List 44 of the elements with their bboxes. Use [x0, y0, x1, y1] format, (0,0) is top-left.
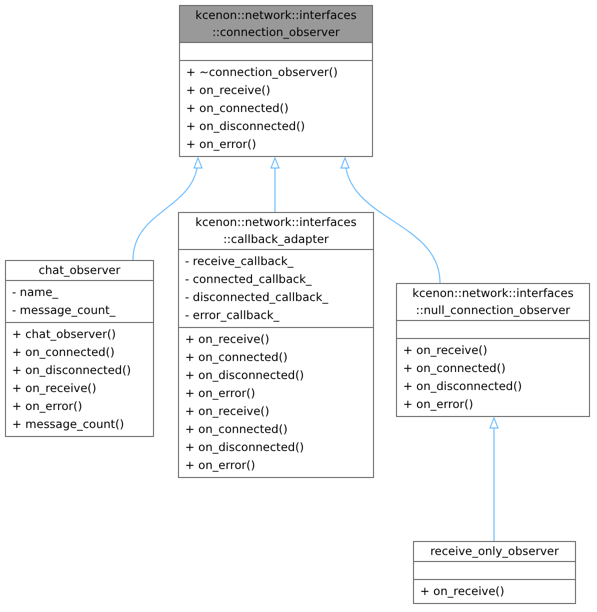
- method-entry: + on_connected(): [185, 421, 289, 438]
- inheritance-arrow: [342, 158, 440, 284]
- class-name: kcenon::network::interfaces ::null_connection_observer: [411, 285, 575, 319]
- class-box: [396, 283, 590, 417]
- method-entry: + on_disconnected(): [185, 439, 306, 456]
- method-entry: + on_receive(): [185, 331, 270, 348]
- method-entry: + chat_observer(): [12, 326, 117, 343]
- method-entry: + on_error(): [185, 385, 256, 402]
- attribute-entry: - error_callback_: [185, 307, 280, 324]
- attribute-entry: - connected_callback_: [185, 271, 313, 288]
- method-entry: + on_receive(): [12, 380, 98, 397]
- method-entry: + on_disconnected(): [403, 378, 524, 395]
- class-name: receive_only_observer: [429, 543, 560, 560]
- attribute-entry: - name_: [12, 284, 60, 301]
- method-entry: + on_receive(): [185, 403, 270, 420]
- method-entry: + on_receive(): [186, 82, 272, 99]
- method-entry: + on_error(): [403, 396, 474, 413]
- method-entry: + on_error(): [185, 457, 256, 474]
- attribute-entry: - receive_callback_: [185, 253, 294, 270]
- attribute-entry: - message_count_: [12, 302, 116, 319]
- method-entry: + ~connection_observer(): [186, 64, 339, 81]
- method-entry: + on_connected(): [403, 360, 507, 377]
- method-entry: + on_connected(): [186, 100, 290, 117]
- attribute-entry: - disconnected_callback_: [185, 289, 330, 306]
- class-name: kcenon::network::interfaces ::connection_observer: [194, 7, 358, 41]
- method-entry: + on_error(): [12, 398, 84, 415]
- method-entry: + message_count(): [12, 416, 126, 433]
- class-name: kcenon::network::interfaces ::callback_adapter: [194, 214, 358, 248]
- method-entry: + on_connected(): [185, 349, 289, 366]
- inheritance-arrow: [490, 418, 498, 542]
- class-box: [5, 260, 154, 437]
- class-box: [179, 5, 373, 157]
- method-entry: + on_connected(): [12, 344, 116, 361]
- inheritance-arrow: [270, 158, 280, 212]
- method-entry: + on_error(): [186, 136, 258, 153]
- method-entry: + on_receive(): [403, 342, 488, 359]
- method-entry: + on_disconnected(): [186, 118, 306, 135]
- inheritance-arrow: [132, 158, 202, 260]
- class-name: chat_observer: [38, 262, 122, 279]
- method-entry: + on_disconnected(): [185, 367, 306, 384]
- method-entry: + on_disconnected(): [12, 362, 132, 379]
- class-box: [178, 212, 374, 478]
- class-box: [413, 541, 576, 604]
- method-entry: + on_receive(): [420, 583, 506, 600]
